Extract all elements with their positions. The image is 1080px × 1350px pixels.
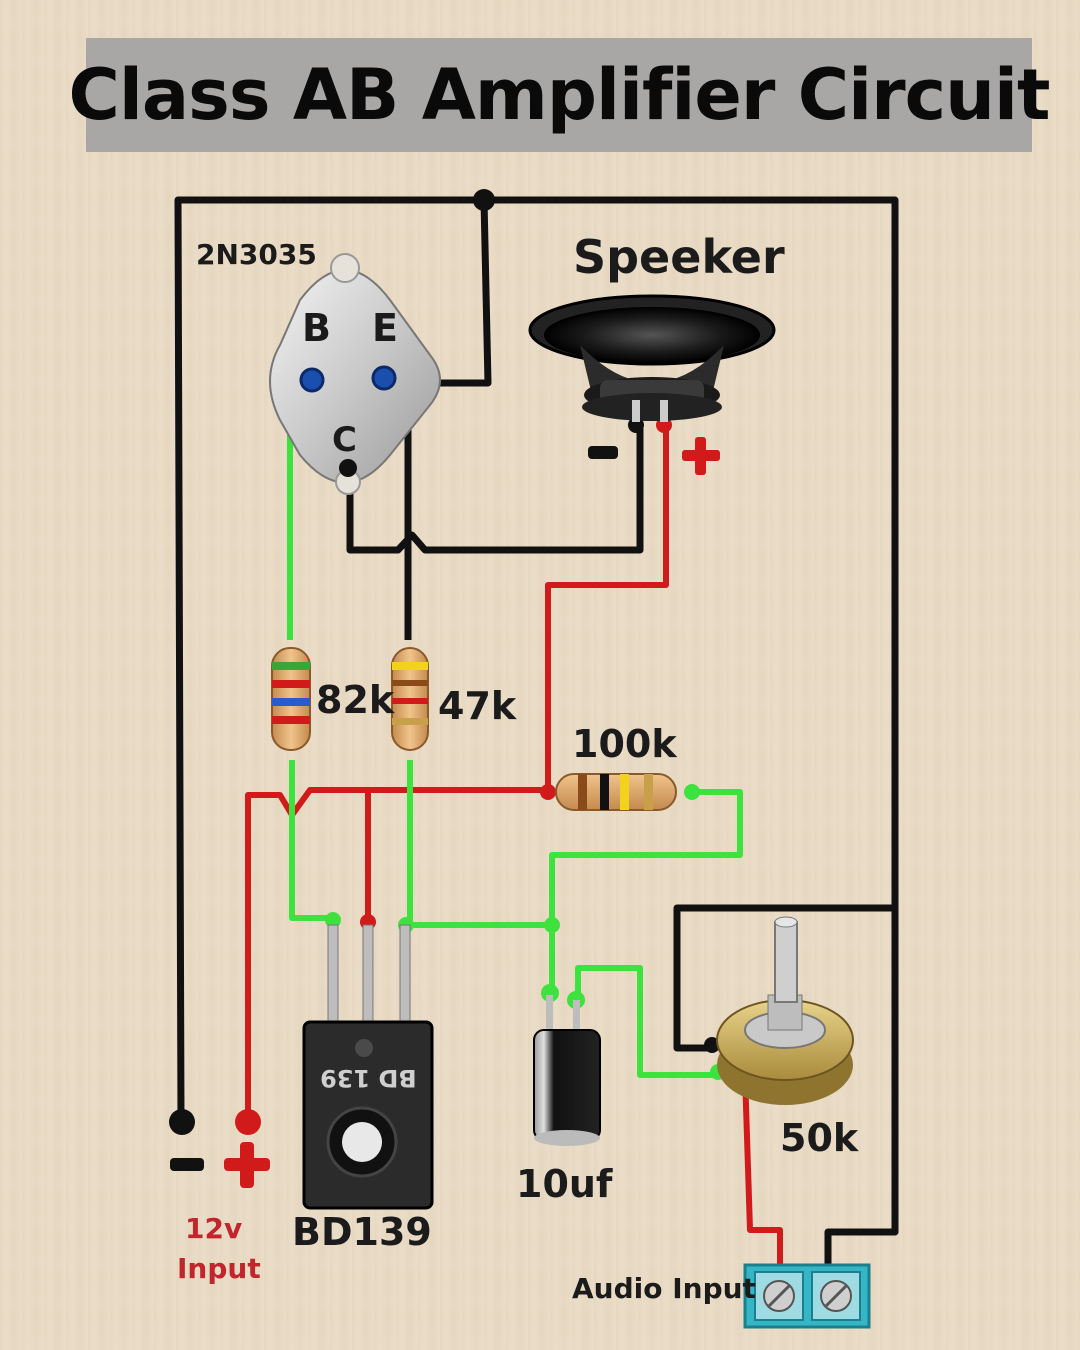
- label-12v: 12v: [185, 1212, 243, 1245]
- audio-input-wire: [742, 1074, 783, 1268]
- resistor-47k: [391, 647, 429, 751]
- label-pin-emitter: E: [372, 306, 398, 350]
- potentiometer-50k: [716, 916, 854, 1105]
- 100k-feedback-wire: [549, 789, 743, 925]
- label-pin-collector: C: [332, 420, 357, 460]
- resistor-100k: [555, 773, 677, 811]
- positive-wires: [245, 425, 783, 1268]
- supply-negative-wire: [174, 196, 899, 1268]
- label-2n3035: 2N3035: [196, 238, 317, 271]
- diagram-title: Class AB Amplifier Circuit: [68, 54, 1051, 136]
- label-bd139: BD139: [292, 1210, 432, 1254]
- label-10uf: 10uf: [516, 1162, 613, 1206]
- supply-terminals: [169, 437, 720, 1188]
- pot-ground-wire: [673, 904, 895, 1052]
- cap-to-pot-wire: [575, 965, 718, 1078]
- capacitor-10uf: [533, 995, 601, 1146]
- collector-to-speaker-minus-wire: [346, 425, 644, 554]
- audio-input-terminal: [743, 1263, 871, 1329]
- driver-transistor-bd139: [302, 924, 434, 1210]
- label-input: Input: [177, 1252, 261, 1285]
- label-pin-base: B: [302, 306, 331, 350]
- speaker-plus-wire: [545, 425, 669, 790]
- label-82k: 82k: [316, 678, 395, 722]
- label-47k: 47k: [438, 684, 517, 728]
- label-50k: 50k: [780, 1116, 859, 1160]
- 82k-to-bd139-wire: [289, 760, 336, 925]
- supply-positive-wire: [245, 787, 548, 1120]
- speaker: [528, 294, 776, 422]
- label-speaker: Speeker: [573, 230, 785, 284]
- title-bar: Class AB Amplifier Circuit: [69, 38, 1050, 152]
- label-audio-input: Audio Input: [572, 1272, 756, 1305]
- label-bd139-marking: BD 139: [320, 1064, 417, 1092]
- resistor-82k: [271, 647, 311, 751]
- power-transistor-2n3035: [269, 253, 441, 495]
- label-100k: 100k: [572, 722, 677, 766]
- 47k-to-cap-wire: [407, 760, 555, 990]
